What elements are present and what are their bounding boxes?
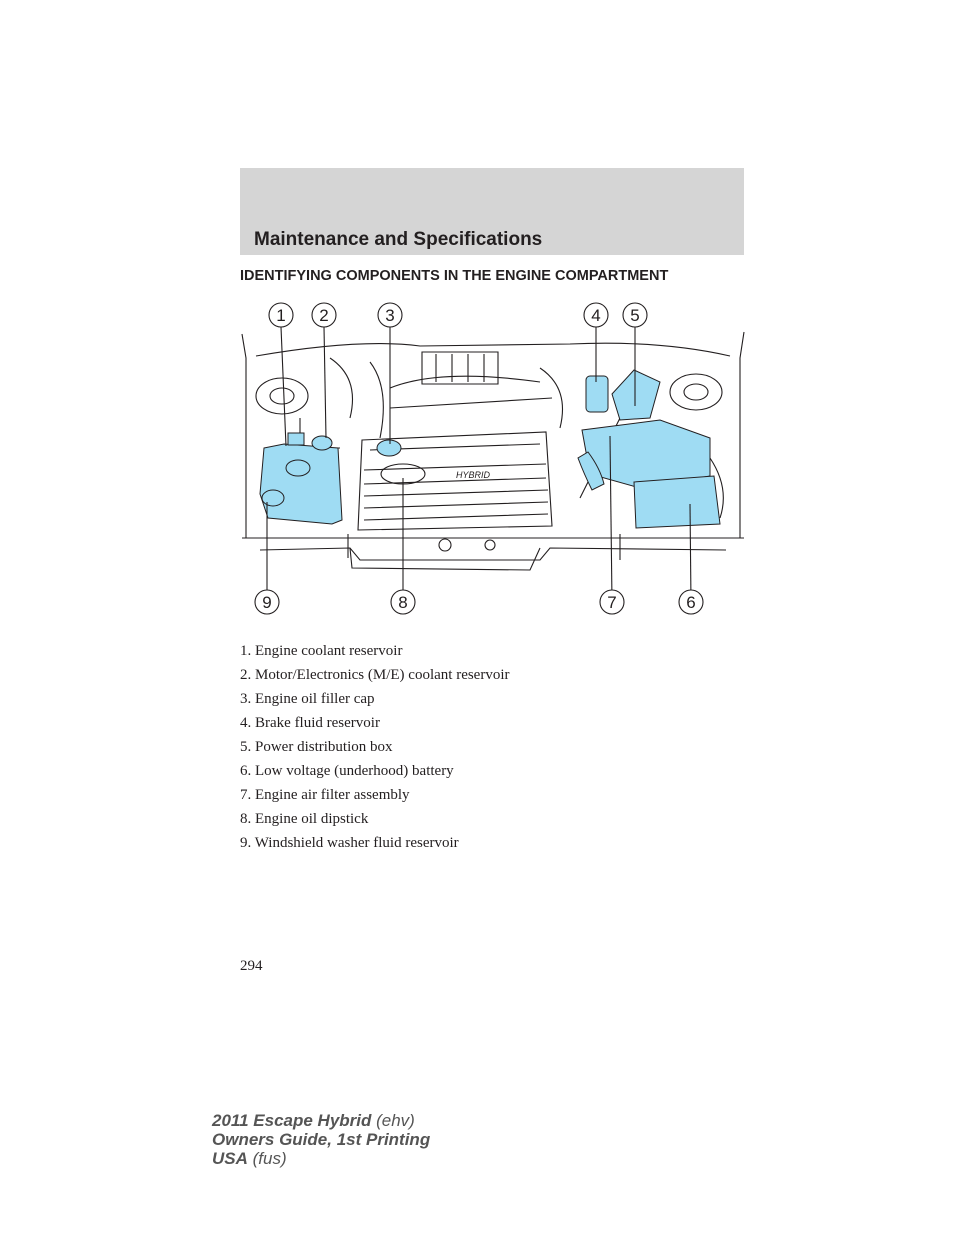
callout-6 (678, 589, 704, 615)
callout-label-3: 3 (385, 306, 394, 325)
legend-item: 2. Motor/Electronics (M/E) coolant reser… (240, 667, 510, 683)
legend-item: 3. Engine oil filler cap (240, 691, 375, 707)
callout-label-8: 8 (398, 593, 407, 612)
callout-7 (599, 589, 625, 615)
legend-item: 5. Power distribution box (240, 739, 393, 755)
callout-label-1: 1 (276, 306, 285, 325)
callout-4 (583, 302, 609, 328)
legend-item: 6. Low voltage (underhood) battery (240, 763, 454, 779)
callout-1 (268, 302, 294, 328)
legend-item: 7. Engine air filter assembly (240, 787, 410, 803)
callout-label-2: 2 (319, 306, 328, 325)
component-legend: 1. Engine coolant reservoir 2. Motor/Ele… (240, 641, 510, 857)
callout-9 (254, 589, 280, 615)
callout-3 (377, 302, 403, 328)
callout-label-9: 9 (262, 593, 271, 612)
footer-line-1: 2011 Escape Hybrid (ehv) (212, 1111, 415, 1130)
legend-item: 1. Engine coolant reservoir (240, 643, 403, 659)
callout-5 (622, 302, 648, 328)
document-footer: 2011 Escape Hybrid (ehv) Owners Guide, 1… (212, 1111, 430, 1168)
callout-label-4: 4 (591, 306, 600, 325)
section-header-band (240, 168, 744, 255)
callout-label-7: 7 (607, 593, 616, 612)
section-title: Maintenance and Specifications (254, 229, 543, 250)
page-number: 294 (240, 958, 263, 974)
callout-8 (390, 589, 416, 615)
callout-label-6: 6 (686, 593, 695, 612)
legend-item: 9. Windshield washer fluid reservoir (240, 835, 459, 851)
callout-2 (311, 302, 337, 328)
subsection-title: IDENTIFYING COMPONENTS IN THE ENGINE COM… (240, 268, 669, 284)
engine-compartment-illustration: HYBRID (240, 298, 746, 622)
legend-item: 4. Brake fluid reservoir (240, 715, 380, 731)
footer-line-3: USA (fus) (212, 1149, 287, 1168)
footer-line-2: Owners Guide, 1st Printing (212, 1130, 431, 1149)
callout-label-5: 5 (630, 306, 639, 325)
legend-item: 8. Engine oil dipstick (240, 811, 369, 827)
svg-text:HYBRID: HYBRID (456, 470, 491, 480)
